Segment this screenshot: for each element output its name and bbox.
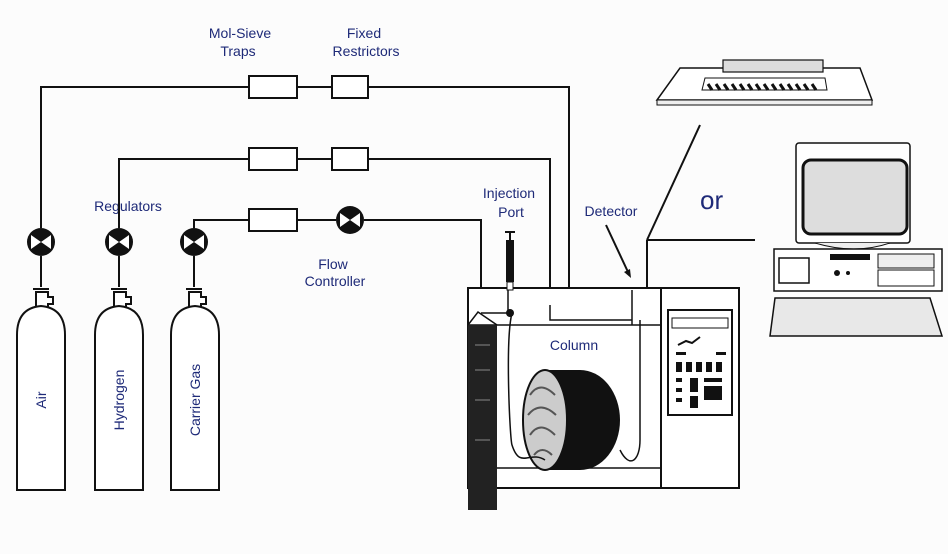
carrier-pipe: [193, 219, 249, 228]
flow-controller-icon: [336, 206, 364, 234]
cylinder-hydrogen-label: Hydrogen: [111, 370, 127, 431]
cylinder-carrier-label: Carrier Gas: [187, 364, 203, 436]
mol-sieve-label-2: Traps: [220, 43, 255, 59]
column-label: Column: [550, 337, 598, 353]
oven-door: [468, 325, 497, 510]
cylinder-air-label: Air: [33, 391, 49, 408]
flow-controller-label-1: Flow: [318, 256, 348, 272]
computer-icon: [769, 142, 944, 337]
injection-syringe-icon: [505, 231, 515, 317]
mol-sieve-trap-carrier: [248, 208, 298, 232]
mol-sieve-label-1: Mol-Sieve: [209, 25, 271, 41]
fixed-restrictor-hydrogen: [331, 147, 369, 171]
mol-sieve-trap-hydrogen: [248, 147, 298, 171]
detector-label: Detector: [585, 203, 638, 219]
hydrogen-pipe: [118, 158, 249, 228]
hydrogen-pipe-to-detector: [368, 158, 640, 306]
chart-recorder-icon: [655, 59, 874, 106]
detector-arrow-icon: [605, 224, 631, 278]
fixed-restrictors-label-2: Restrictors: [333, 43, 400, 59]
regulator-hydrogen-icon: [105, 228, 133, 256]
cylinder-air: [16, 288, 66, 491]
fixed-restrictors-label-1: Fixed: [347, 25, 381, 41]
signal-cable: [646, 124, 701, 241]
injection-port-label-2: Port: [498, 204, 524, 220]
air-pipe: [40, 86, 249, 228]
gc-electronics-cabinet: [646, 124, 755, 489]
regulators-label: Regulators: [94, 198, 162, 214]
regulator-air-icon: [27, 228, 55, 256]
flow-controller-label-2: Controller: [305, 273, 366, 289]
or-label: or: [700, 185, 723, 215]
fixed-restrictor-air: [331, 75, 369, 99]
injection-port-label-1: Injection: [483, 185, 535, 201]
cylinder-hydrogen: [94, 288, 144, 491]
cylinder-carrier: [170, 288, 220, 491]
column-coil: [507, 312, 641, 471]
mol-sieve-trap-air: [248, 75, 298, 99]
regulator-carrier-icon: [180, 228, 208, 256]
